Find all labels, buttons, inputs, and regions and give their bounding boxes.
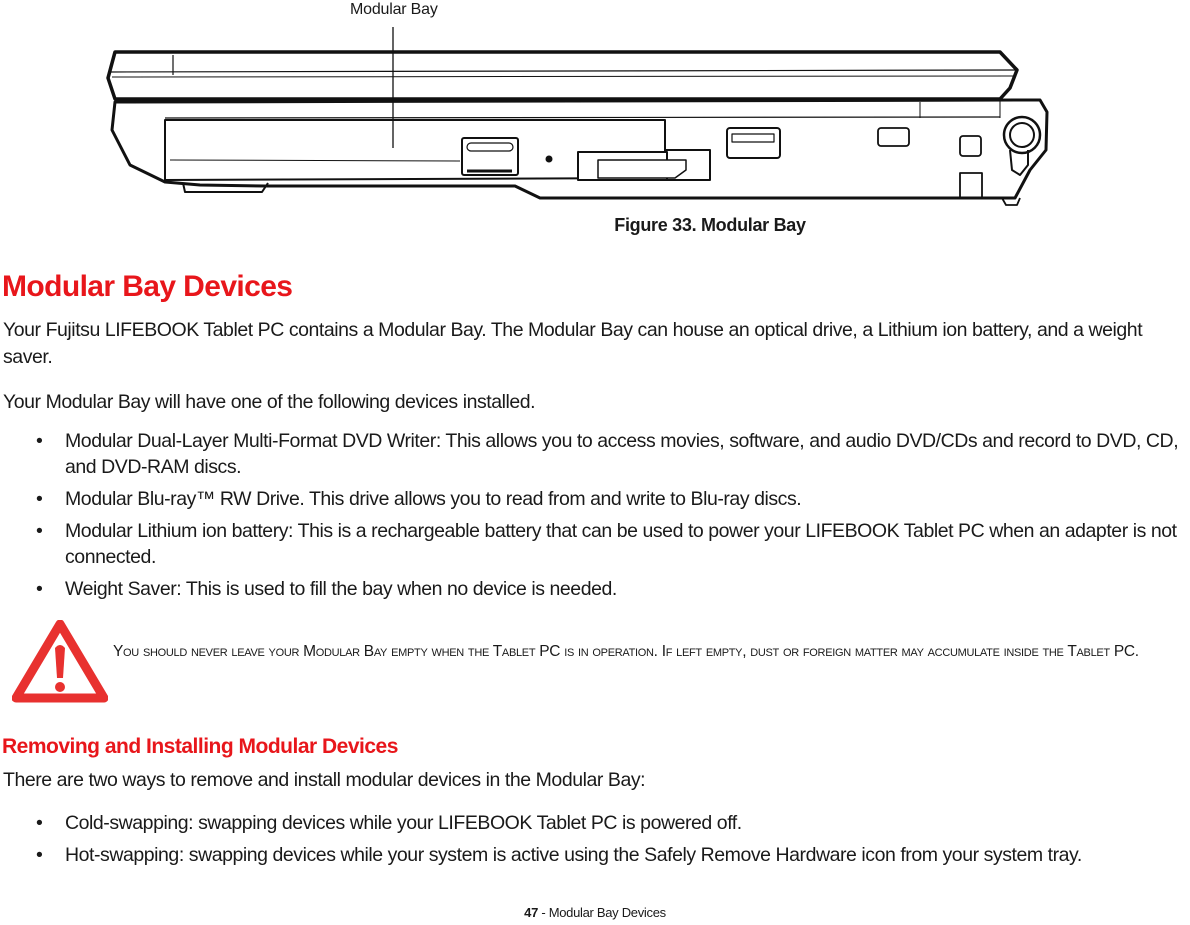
device-list: •Modular Dual-Layer Multi-Format DVD Wri… (0, 428, 1190, 608)
intro-paragraph: Your Fujitsu LIFEBOOK Tablet PC contains… (3, 319, 1143, 368)
footer-section-name: - Modular Bay Devices (538, 905, 666, 920)
page-number: 47 (524, 905, 539, 920)
bullet-icon: • (36, 430, 43, 452)
bullet-icon: • (36, 844, 43, 866)
swap-methods-list: •Cold-swapping: swapping devices while y… (0, 810, 1190, 874)
bullet-icon: • (36, 520, 43, 542)
list-item: •Modular Dual-Layer Multi-Format DVD Wri… (36, 430, 1179, 478)
list-item: •Modular Lithium ion battery: This is a … (36, 520, 1177, 568)
lead-paragraph: Your Modular Bay will have one of the fo… (3, 391, 536, 413)
figure-caption: Figure 33. Modular Bay (614, 215, 806, 235)
figure-callout-label: Modular Bay (350, 1, 438, 18)
subsection-heading: Removing and Installing Modular Devices (2, 735, 398, 758)
list-item: •Weight Saver: This is used to fill the … (36, 578, 617, 600)
page-footer: 47 - Modular Bay Devices (0, 905, 1190, 920)
list-item: •Cold-swapping: swapping devices while y… (36, 812, 742, 834)
section-heading: Modular Bay Devices (2, 270, 293, 303)
bullet-icon: • (36, 578, 43, 600)
laptop-illustration (106, 27, 1049, 206)
warning-text: You should never leave your Modular Bay … (113, 643, 1139, 660)
subsection-intro: There are two ways to remove and install… (3, 769, 646, 791)
list-item: •Hot-swapping: swapping devices while yo… (36, 844, 1082, 866)
bullet-icon: • (36, 488, 43, 510)
bullet-icon: • (36, 812, 43, 834)
list-item: •Modular Blu-ray™ RW Drive. This drive a… (36, 488, 802, 510)
warning-triangle-icon (12, 620, 108, 703)
